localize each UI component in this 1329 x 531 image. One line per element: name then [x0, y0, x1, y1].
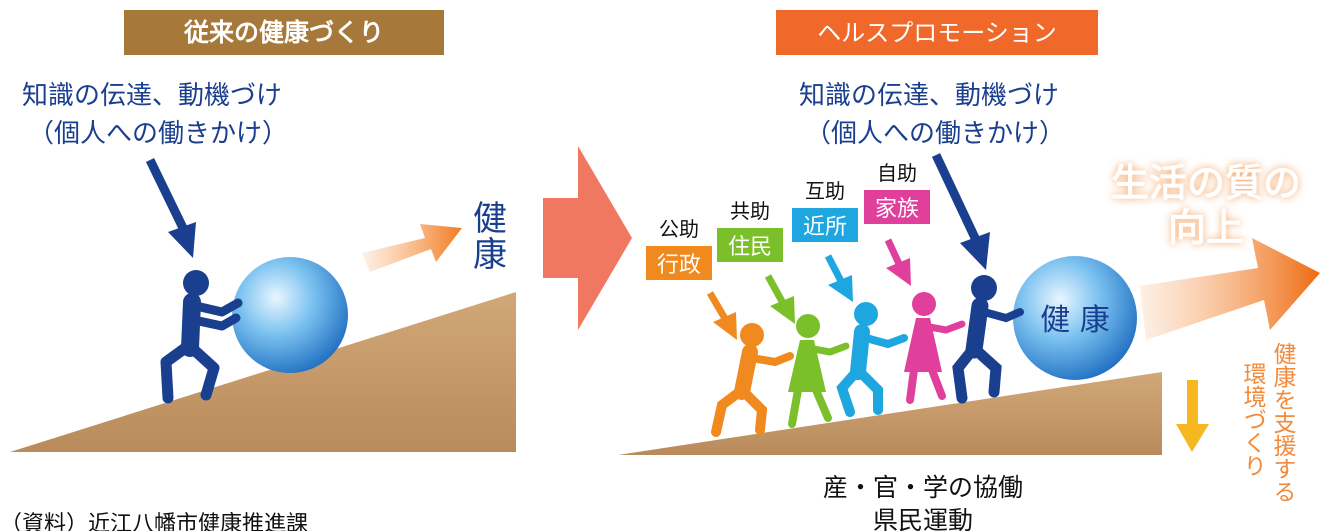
right-slope	[618, 372, 1162, 455]
person-orange-icon	[711, 323, 794, 437]
support-column-1: 健康を支援する	[1269, 342, 1297, 503]
svg-text:向上: 向上	[1168, 206, 1244, 250]
group-neighbor: 互助 近所	[792, 179, 858, 302]
group-neighbor-label: 近所	[803, 215, 847, 240]
group-neighbor-top: 互助	[805, 179, 845, 203]
right-push-arrow-icon	[931, 153, 990, 270]
group-public: 公助 行政	[646, 217, 737, 340]
group-mutual-label: 住民	[728, 235, 772, 260]
left-health-ball	[232, 257, 348, 373]
left-knowledge-line2: （個人への働きかけ）	[28, 119, 288, 149]
left-person-icon	[160, 270, 243, 404]
person-blue-icon	[836, 302, 908, 417]
group-mutual: 共助 住民	[717, 199, 795, 324]
right-panel: ヘルスプロモーション 知識の伝達、動機づけ （個人への働きかけ） 生活の質の 生…	[618, 10, 1320, 531]
svg-text:生活の質の: 生活の質の	[1111, 161, 1301, 205]
support-down-arrow-icon	[1176, 380, 1209, 452]
person-green-icon	[788, 314, 850, 428]
collaboration-text: 産・官・学の協働	[823, 473, 1023, 502]
group-public-label: 行政	[657, 253, 701, 278]
svg-text:向上: 向上	[1168, 206, 1244, 250]
group-self: 自助 家族	[864, 161, 930, 286]
right-health-ball	[1013, 256, 1137, 380]
right-knowledge-line2: （個人への働きかけ）	[805, 119, 1065, 149]
support-column-2: 環境づくり	[1239, 362, 1267, 477]
left-push-arrow-icon	[145, 158, 196, 258]
right-banner-title: ヘルスプロモーション	[817, 19, 1057, 47]
right-ball-label: 健 康	[1040, 303, 1110, 338]
group-self-top: 自助	[877, 161, 917, 185]
left-health-arrow-icon	[362, 224, 462, 272]
left-health-char1: 健	[473, 199, 507, 239]
campaign-text: 県民運動	[873, 506, 973, 531]
quality-of-life-text: 生活の質の 生活の質の 向上 向上	[1111, 161, 1301, 250]
left-panel: 従来の健康づくり 知識の伝達、動機づけ （個人への働きかけ） 健 康 （資料）近…	[0, 10, 516, 531]
group-public-top: 公助	[659, 217, 699, 241]
right-knowledge-line1: 知識の伝達、動機づけ	[799, 81, 1059, 111]
quality-arrow-icon	[1140, 238, 1320, 340]
right-banner	[776, 10, 1098, 55]
person-dark-blue-icon	[952, 275, 1024, 404]
person-pink-icon	[904, 292, 966, 404]
svg-text:生活の質の: 生活の質の	[1111, 161, 1301, 205]
left-health-char2: 康	[473, 235, 507, 275]
transition-arrow-icon	[543, 146, 632, 330]
left-banner-title: 従来の健康づくり	[183, 18, 384, 47]
left-slope	[10, 292, 516, 452]
group-self-label: 家族	[875, 197, 919, 222]
left-knowledge-line1: 知識の伝達、動機づけ	[22, 81, 282, 111]
group-mutual-top: 共助	[730, 199, 770, 223]
source-note: （資料）近江八幡市健康推進課	[0, 512, 308, 531]
left-banner	[124, 10, 444, 55]
